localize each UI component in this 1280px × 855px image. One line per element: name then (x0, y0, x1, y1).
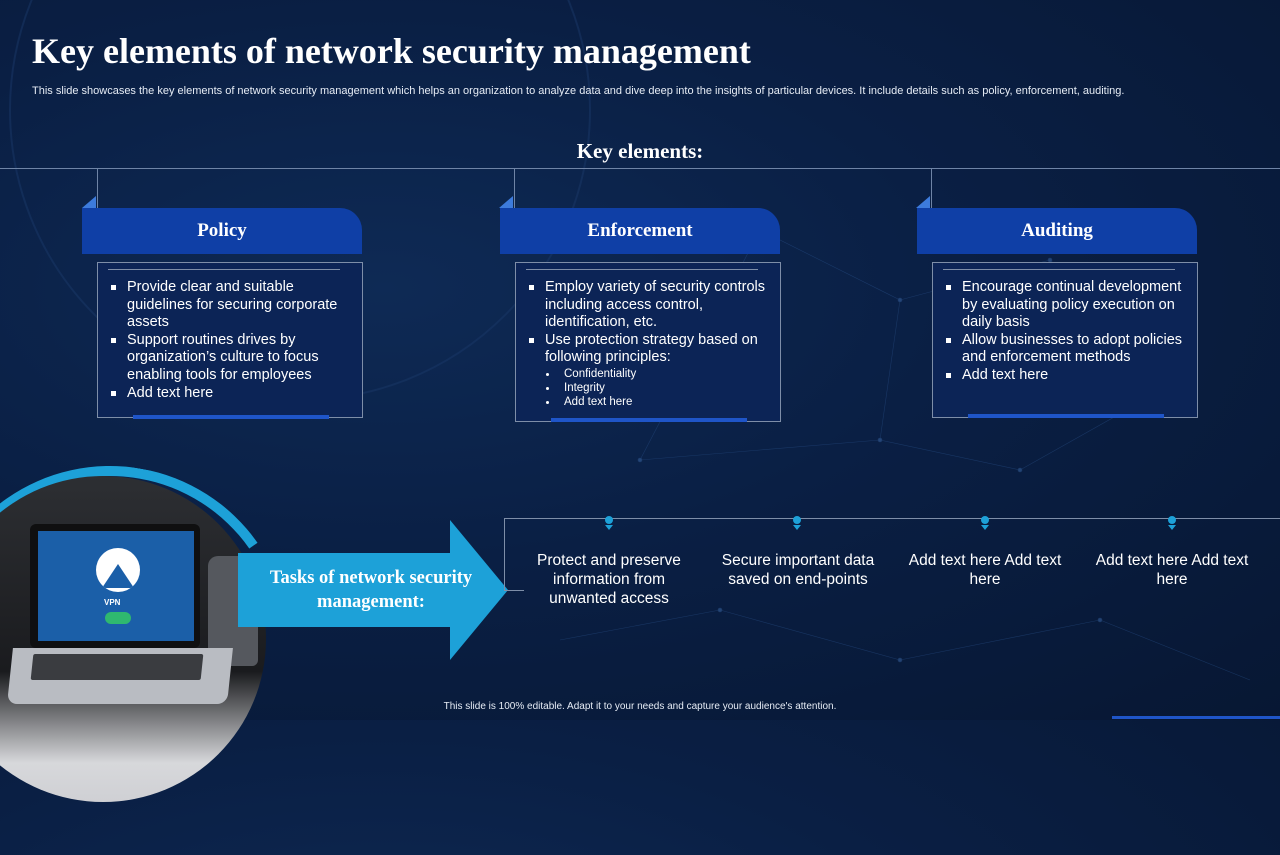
divider-line (0, 168, 1280, 169)
task-marker-icon (1168, 516, 1176, 524)
sub-bullet-list: Confidentiality Integrity Add text here (516, 367, 780, 409)
laptop-keyboard (30, 654, 204, 680)
vpn-label: VPN (104, 598, 121, 607)
card-heading-enforcement: Enforcement (500, 208, 780, 254)
bullet-list: Encourage continual development by evalu… (933, 263, 1197, 385)
card-inner-line (108, 269, 340, 270)
sub-list-item: Add text here (545, 395, 780, 409)
task-marker-icon (981, 516, 989, 524)
sub-list-item: Integrity (545, 381, 780, 395)
card-notch (82, 196, 96, 208)
task-pointer-icon (981, 525, 989, 530)
vpn-logo-icon (96, 548, 140, 592)
list-item: Allow businesses to adopt policies and e… (945, 332, 1183, 367)
footer-accent-bar (1112, 716, 1280, 719)
bullet-list: Employ variety of security controls incl… (516, 263, 780, 367)
footer-note: This slide is 100% editable. Adapt it to… (443, 701, 837, 712)
slide-title: Key elements of network security managem… (32, 31, 751, 71)
toggle-icon (105, 612, 131, 624)
list-item: Use protection strategy based on followi… (528, 332, 766, 367)
card-notch (499, 196, 513, 208)
slide-subtitle: This slide showcases the key elements of… (32, 85, 1125, 97)
card-accent-bar (133, 415, 329, 419)
tasks-arrow (238, 520, 508, 660)
list-item: Add text here (110, 385, 348, 403)
connector-line (931, 168, 932, 208)
card-notch (916, 196, 930, 208)
task-pointer-icon (1168, 525, 1176, 530)
card-inner-line (526, 269, 758, 270)
card-heading-auditing: Auditing (917, 208, 1197, 254)
task-marker-icon (605, 516, 613, 524)
card-heading-policy: Policy (82, 208, 362, 254)
list-item: Support routines drives by organization’… (110, 332, 348, 385)
connector-line (97, 168, 98, 208)
task-pointer-icon (793, 525, 801, 530)
task-marker-icon (793, 516, 801, 524)
card-inner-line (943, 269, 1175, 270)
card-accent-bar (551, 418, 747, 422)
task-item: Add text here Add text here (908, 552, 1062, 588)
tasks-frame (504, 518, 1280, 591)
tasks-frame-line (504, 590, 524, 591)
key-elements-heading: Key elements: (576, 139, 704, 163)
list-item: Provide clear and suitable guidelines fo… (110, 279, 348, 332)
list-item: Add text here (945, 367, 1183, 385)
card-accent-bar (968, 414, 1164, 418)
list-item: Encourage continual development by evalu… (945, 279, 1183, 332)
card-body-enforcement: Employ variety of security controls incl… (515, 262, 781, 422)
connector-line (514, 168, 515, 208)
card-body-auditing: Encourage continual development by evalu… (932, 262, 1198, 418)
task-item: Add text here Add text here (1095, 552, 1249, 588)
task-pointer-icon (605, 525, 613, 530)
list-item: Employ variety of security controls incl… (528, 279, 766, 332)
tasks-arrow-label: Tasks of network security management: (269, 568, 473, 612)
task-item: Protect and preserve information from un… (537, 552, 681, 607)
card-body-policy: Provide clear and suitable guidelines fo… (97, 262, 363, 418)
sub-list-item: Confidentiality (545, 367, 780, 381)
bullet-list: Provide clear and suitable guidelines fo… (98, 263, 362, 402)
task-item: Secure important data saved on end-point… (721, 552, 875, 588)
